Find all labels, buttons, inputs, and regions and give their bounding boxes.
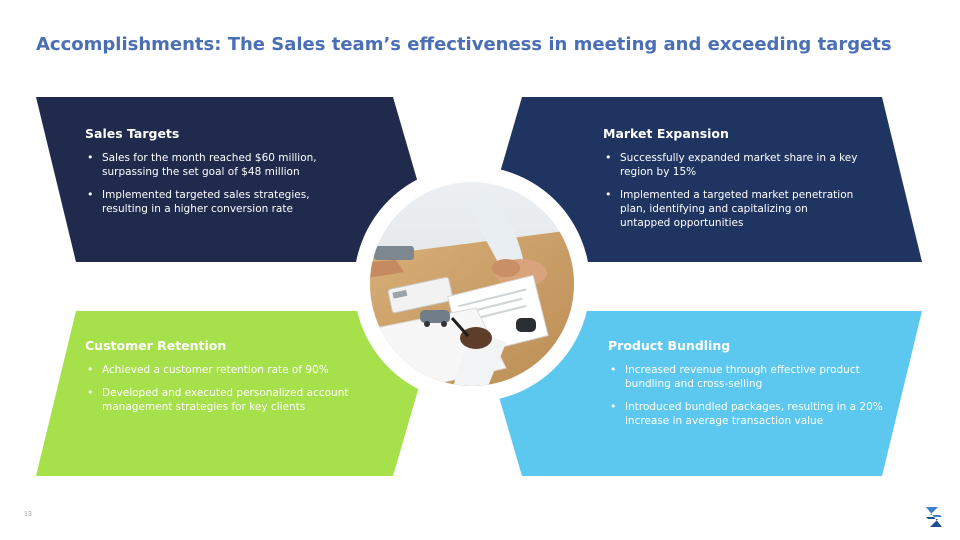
quadrant-heading: Market Expansion [603,126,729,141]
quadrant-heading: Sales Targets [85,126,180,141]
slide-title: Accomplishments: The Sales team’s effect… [36,34,892,55]
page-number: 13 [24,511,32,518]
bullet-item: Introduced bundled packages, resulting i… [608,400,883,428]
quadrant-market-expansion: Market Expansion Successfully expanded m… [603,126,858,239]
quadrant-product-bundling: Product Bundling Increased revenue throu… [608,338,883,437]
bullet-item: Implemented a targeted market penetratio… [603,188,858,230]
bullet-item: Sales for the month reached $60 million,… [85,151,345,179]
bullet-list: Achieved a customer retention rate of 90… [85,363,375,414]
bullet-list: Increased revenue through effective prod… [608,363,883,428]
bullet-item: Implemented targeted sales strategies, r… [85,188,345,216]
company-logo-icon [926,507,942,527]
business-meeting-photo [370,182,574,386]
quadrant-customer-retention: Customer Retention Achieved a customer r… [85,338,375,423]
quadrant-sales-targets: Sales Targets Sales for the month reache… [85,126,345,225]
bullet-item: Developed and executed personalized acco… [85,386,375,414]
bullet-item: Achieved a customer retention rate of 90… [85,363,375,377]
quadrant-heading: Customer Retention [85,338,227,353]
bullet-list: Sales for the month reached $60 million,… [85,151,345,216]
bullet-item: Increased revenue through effective prod… [608,363,883,391]
bullet-list: Successfully expanded market share in a … [603,151,858,230]
bullet-item: Successfully expanded market share in a … [603,151,858,179]
quadrant-heading: Product Bundling [608,338,731,353]
panel-bottom-right [474,311,922,476]
panel-top-left [36,97,441,262]
